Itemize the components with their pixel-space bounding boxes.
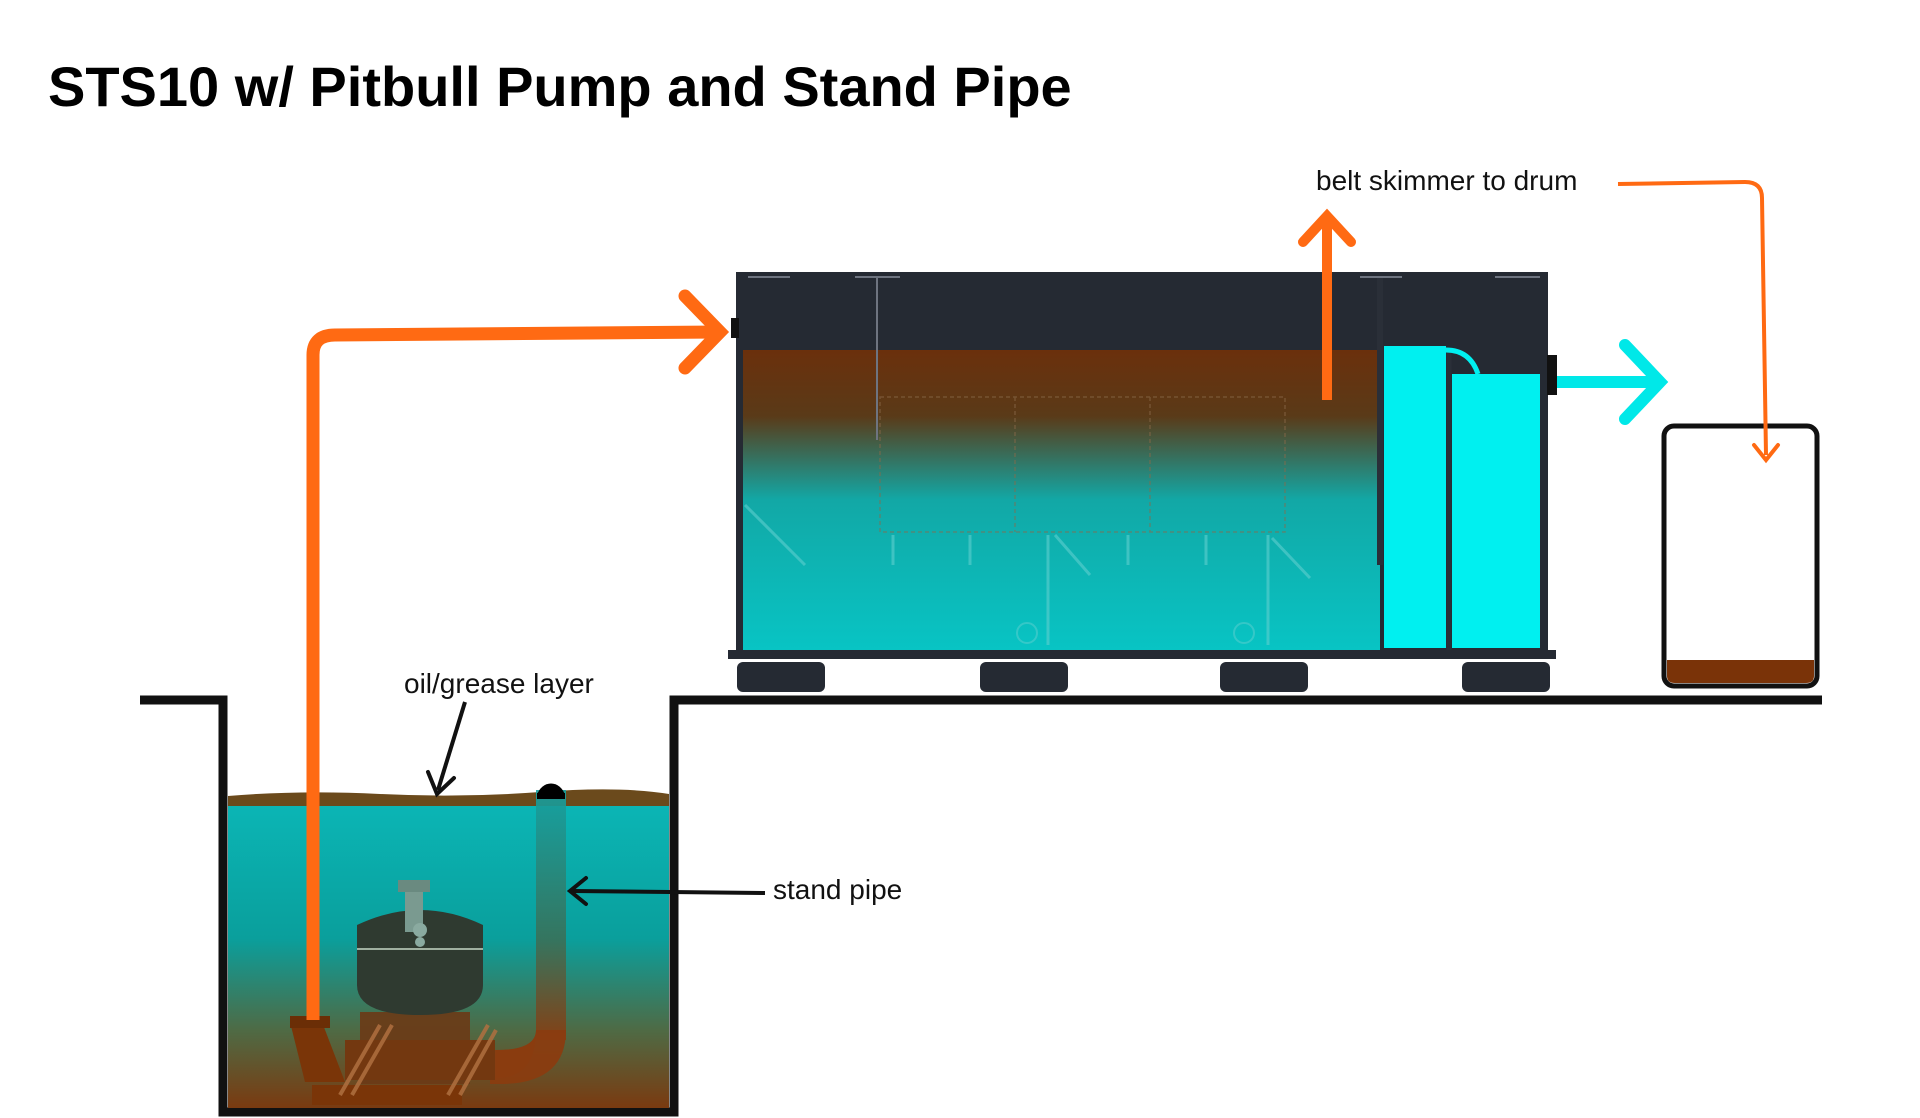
label-belt-skimmer: belt skimmer to drum bbox=[1316, 165, 1578, 196]
clean-water-outlet-arrow bbox=[1557, 339, 1669, 425]
oil-drum bbox=[1661, 423, 1820, 689]
standpipe-pointer-arrow bbox=[566, 876, 766, 906]
pump-outlet-arrow bbox=[306, 289, 730, 1020]
grease-pointer-arrow bbox=[426, 701, 467, 798]
label-stand-pipe: stand pipe bbox=[773, 874, 903, 905]
label-oil-grease-layer: oil/grease layer bbox=[404, 668, 594, 699]
sts10-tank bbox=[728, 272, 1557, 692]
ground-line bbox=[140, 695, 1822, 1117]
stand-pipe bbox=[490, 783, 566, 1084]
page-title: STS10 w/ Pitbull Pump and Stand Pipe bbox=[48, 55, 1072, 118]
oil-grease-layer bbox=[228, 789, 669, 806]
skimmer-to-drum-arrow bbox=[1617, 179, 1780, 464]
pitbull-pump bbox=[290, 880, 498, 1105]
skimmer-arrow bbox=[1298, 208, 1356, 400]
